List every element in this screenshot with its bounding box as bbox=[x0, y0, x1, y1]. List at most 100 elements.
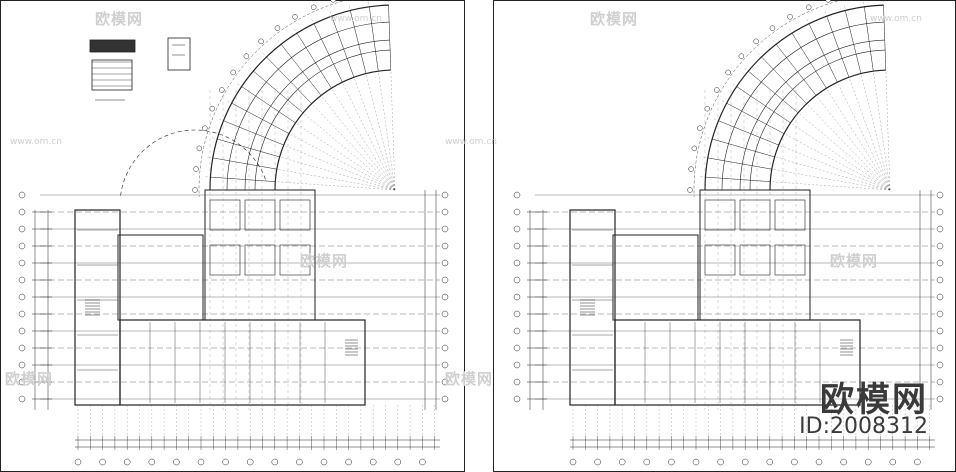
plan-line bbox=[227, 100, 396, 191]
plan-room bbox=[614, 319, 861, 406]
watermark-logo: 欧模网 bbox=[95, 10, 144, 28]
grid-bubble bbox=[815, 458, 823, 466]
grid-bubble bbox=[441, 259, 449, 267]
grid-bubble bbox=[230, 69, 236, 76]
grid-bubble bbox=[441, 191, 449, 199]
grid-bubble bbox=[936, 242, 944, 250]
grid-bubble bbox=[936, 225, 944, 233]
grid-bubble bbox=[18, 191, 26, 199]
grid-bubble bbox=[258, 38, 264, 45]
plan-arc bbox=[254, 49, 391, 191]
grid-bubble bbox=[296, 458, 303, 466]
plan-arc bbox=[226, 21, 390, 191]
plan-line bbox=[249, 67, 396, 191]
grid-bubble bbox=[618, 458, 626, 466]
grid-bubble bbox=[330, 0, 336, 3]
grid-bubble bbox=[697, 125, 703, 131]
grid-bubble bbox=[369, 458, 377, 466]
grid-bubble bbox=[419, 458, 426, 466]
grid-bubble bbox=[717, 458, 724, 466]
plan-line bbox=[329, 11, 396, 191]
grid-bubble bbox=[18, 361, 26, 369]
plan-line bbox=[843, 5, 891, 191]
grid-bubble bbox=[202, 125, 208, 131]
brand-logo-text: 欧模网 bbox=[820, 380, 928, 420]
grid-bubble bbox=[18, 344, 26, 352]
grid-bubble bbox=[209, 105, 216, 112]
grid-bubble bbox=[687, 187, 693, 193]
grid-bubble bbox=[441, 310, 449, 318]
plan-room bbox=[739, 244, 771, 276]
watermark-url: www.om.cn bbox=[330, 14, 382, 24]
grid-bubble bbox=[738, 53, 745, 59]
grid-bubble bbox=[18, 208, 26, 216]
grid-bubble bbox=[513, 310, 521, 318]
grid-bubble bbox=[741, 458, 749, 466]
grid-bubble bbox=[441, 344, 449, 352]
grid-bubble bbox=[753, 38, 759, 45]
grid-bubble bbox=[704, 105, 711, 112]
plan-room bbox=[774, 244, 806, 276]
grid-bubble bbox=[513, 225, 521, 233]
plan-arc bbox=[119, 129, 266, 199]
grid-bubble bbox=[246, 458, 254, 466]
grid-bubble bbox=[441, 225, 449, 233]
grid-bubble bbox=[18, 310, 26, 318]
grid-bubble bbox=[243, 53, 250, 59]
grid-bubble bbox=[936, 344, 944, 352]
grid-bubble bbox=[219, 87, 225, 93]
grid-bubble bbox=[936, 378, 944, 386]
grid-bubble bbox=[787, 14, 793, 20]
grid-bubble bbox=[196, 145, 203, 152]
grid-bubble bbox=[936, 293, 944, 301]
watermark-url: www.om.cn bbox=[445, 137, 497, 147]
grid-bubble bbox=[274, 25, 281, 31]
grid-bubble bbox=[18, 242, 26, 250]
grid-bubble bbox=[914, 458, 921, 466]
grid-bubble bbox=[18, 395, 26, 403]
plan-room bbox=[244, 199, 276, 231]
plan-room bbox=[119, 319, 366, 406]
watermark-url: www.om.cn bbox=[10, 137, 62, 147]
grid-bubble bbox=[825, 0, 831, 3]
plan-line bbox=[700, 176, 891, 191]
grid-bubble bbox=[310, 4, 317, 11]
grid-bubble bbox=[643, 458, 651, 466]
grid-bubble bbox=[766, 458, 774, 466]
grid-bubble bbox=[594, 458, 601, 466]
grid-bubble bbox=[148, 458, 156, 466]
grid-bubble bbox=[513, 293, 521, 301]
plan-line bbox=[744, 67, 891, 191]
grid-bubble bbox=[691, 145, 698, 152]
grid-bubble bbox=[513, 361, 521, 369]
grid-bubble bbox=[668, 458, 675, 466]
plan-line bbox=[863, 1, 891, 191]
plan-room bbox=[612, 234, 699, 321]
plan-line bbox=[707, 137, 891, 191]
grid-bubble bbox=[936, 395, 944, 403]
plan-room bbox=[739, 199, 771, 231]
grid-bubble bbox=[936, 259, 944, 267]
grid-bubble bbox=[725, 69, 731, 76]
plan-arc bbox=[749, 49, 886, 191]
plan-room bbox=[704, 199, 736, 231]
model-id-label: ID:2008312 bbox=[799, 414, 928, 439]
plan-arc bbox=[739, 39, 885, 191]
plan-room bbox=[209, 244, 241, 276]
plan-arc bbox=[209, 4, 389, 191]
plan-room bbox=[704, 244, 736, 276]
grid-bubble bbox=[936, 191, 944, 199]
grid-bubble bbox=[840, 458, 847, 466]
grid-bubble bbox=[513, 344, 521, 352]
plan-line bbox=[757, 53, 891, 191]
plan-line bbox=[722, 100, 891, 191]
grid-bubble bbox=[513, 259, 521, 267]
plan-line bbox=[205, 176, 396, 191]
grid-bubble bbox=[936, 361, 944, 369]
grid-bubble bbox=[123, 458, 131, 466]
plan-line bbox=[348, 5, 396, 191]
grid-bubble bbox=[513, 242, 521, 250]
grid-bubble bbox=[889, 458, 897, 466]
plan-line bbox=[311, 19, 396, 191]
